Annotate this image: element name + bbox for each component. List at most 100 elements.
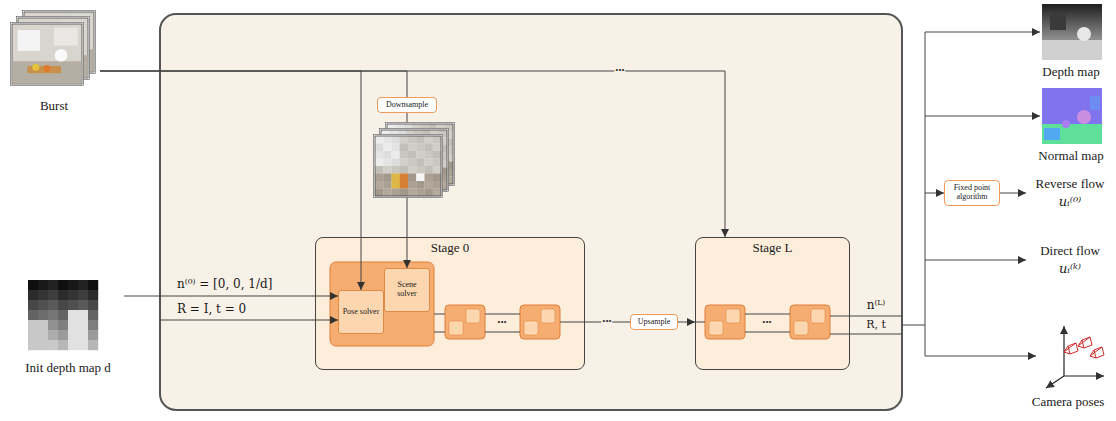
solver-block <box>520 305 560 339</box>
figure-part <box>449 321 463 335</box>
figure-part <box>12 61 81 83</box>
figure-part <box>392 151 400 159</box>
figure-part <box>58 300 68 310</box>
figure-part <box>78 290 88 300</box>
figure-part <box>375 151 383 159</box>
figure-part <box>408 151 416 159</box>
camera-poses-icon <box>1046 326 1104 388</box>
wire <box>485 332 520 333</box>
figure-part <box>48 310 58 320</box>
figure-part <box>416 136 424 144</box>
figure-part <box>11 23 84 86</box>
image-node: Camera poses <box>1022 320 1114 410</box>
wire <box>925 32 926 356</box>
figure-part <box>400 159 408 167</box>
connector-arrow <box>124 296 338 297</box>
pipeline-frame <box>160 14 902 410</box>
edge-label: n⁽⁰⁾ = [0, 0, 1/d] <box>176 278 273 291</box>
figure-part <box>32 64 39 71</box>
ellipsis-mark: ••• <box>496 318 507 328</box>
figure-part <box>380 129 449 192</box>
figure-part <box>48 280 58 290</box>
math-label: uᵢ⁽⁰⁾ <box>1059 195 1082 209</box>
node-label: Init depth map d <box>25 361 111 375</box>
node-label: Normal map <box>1038 149 1103 163</box>
figure-part <box>425 189 433 197</box>
normal-map-image <box>1042 88 1102 144</box>
wire <box>434 314 445 315</box>
figure-part <box>416 189 424 197</box>
figure-part <box>433 174 441 182</box>
figure-part <box>78 310 88 320</box>
node-label: Pose solver <box>343 308 380 317</box>
math-label: R, t <box>865 319 887 331</box>
figure-part <box>78 340 88 350</box>
figure-part <box>375 144 383 152</box>
process-box: Upsample <box>630 314 678 330</box>
figure-part <box>383 189 391 197</box>
downsampled-images <box>374 123 455 198</box>
node-label: Burst <box>40 99 68 113</box>
wire <box>485 314 520 315</box>
math-label: uᵢ⁽ᵏ⁾ <box>1059 262 1081 276</box>
wire <box>745 314 790 315</box>
stage-fill <box>315 237 585 370</box>
figure-part <box>1042 4 1102 60</box>
figure-part <box>48 320 58 330</box>
figure-part <box>726 309 740 323</box>
figure-part <box>425 144 433 152</box>
figure-part <box>48 330 58 340</box>
figure-part <box>400 144 408 152</box>
solver-block <box>330 262 434 346</box>
figure-part <box>383 151 391 159</box>
figure-part <box>408 166 416 174</box>
figure-part <box>38 320 48 330</box>
wire <box>560 322 585 323</box>
node-label: Scene solver <box>387 281 427 299</box>
figure-part <box>68 290 78 300</box>
wire <box>830 334 902 335</box>
figure-part <box>68 320 78 330</box>
figure-part <box>392 174 400 182</box>
figure-part <box>1046 376 1064 388</box>
figure-part <box>78 300 88 310</box>
figure-part <box>88 330 98 340</box>
figure-part <box>400 174 408 182</box>
figure-part <box>28 310 38 320</box>
figure-part <box>48 290 58 300</box>
wire <box>434 332 445 333</box>
figure-part <box>811 309 825 323</box>
image-node: Init depth map d <box>12 278 124 376</box>
figure-part <box>58 330 68 340</box>
figure-part <box>408 136 416 144</box>
figure-part <box>88 290 98 300</box>
figure-part <box>38 310 48 320</box>
figure-part <box>68 310 78 320</box>
figure-part <box>425 181 433 189</box>
figure-part <box>541 309 555 323</box>
figure-part <box>790 305 830 339</box>
connector-arrow <box>100 71 725 237</box>
node-label: Stage L <box>752 241 792 255</box>
figure-part <box>392 159 400 167</box>
depth-init-image <box>28 280 98 350</box>
figure-part <box>381 130 447 190</box>
figure-part <box>38 290 48 300</box>
figure-part <box>78 320 88 330</box>
connector-arrow <box>100 71 407 97</box>
figure-part <box>387 124 453 184</box>
process-box: Downsample <box>377 97 437 113</box>
node-label: Camera poses <box>1032 395 1105 409</box>
figure-part <box>375 136 383 144</box>
figure-part <box>400 151 408 159</box>
figure-part <box>400 136 408 144</box>
figure-part <box>1090 347 1104 358</box>
figure-part <box>48 300 58 310</box>
figure-part <box>68 340 78 350</box>
depth-map-image <box>1042 4 1102 60</box>
burst-images <box>11 11 96 86</box>
figure-part <box>1064 375 1104 376</box>
figure-part <box>383 136 391 144</box>
figure-part <box>12 24 82 84</box>
figure-part <box>383 174 391 182</box>
